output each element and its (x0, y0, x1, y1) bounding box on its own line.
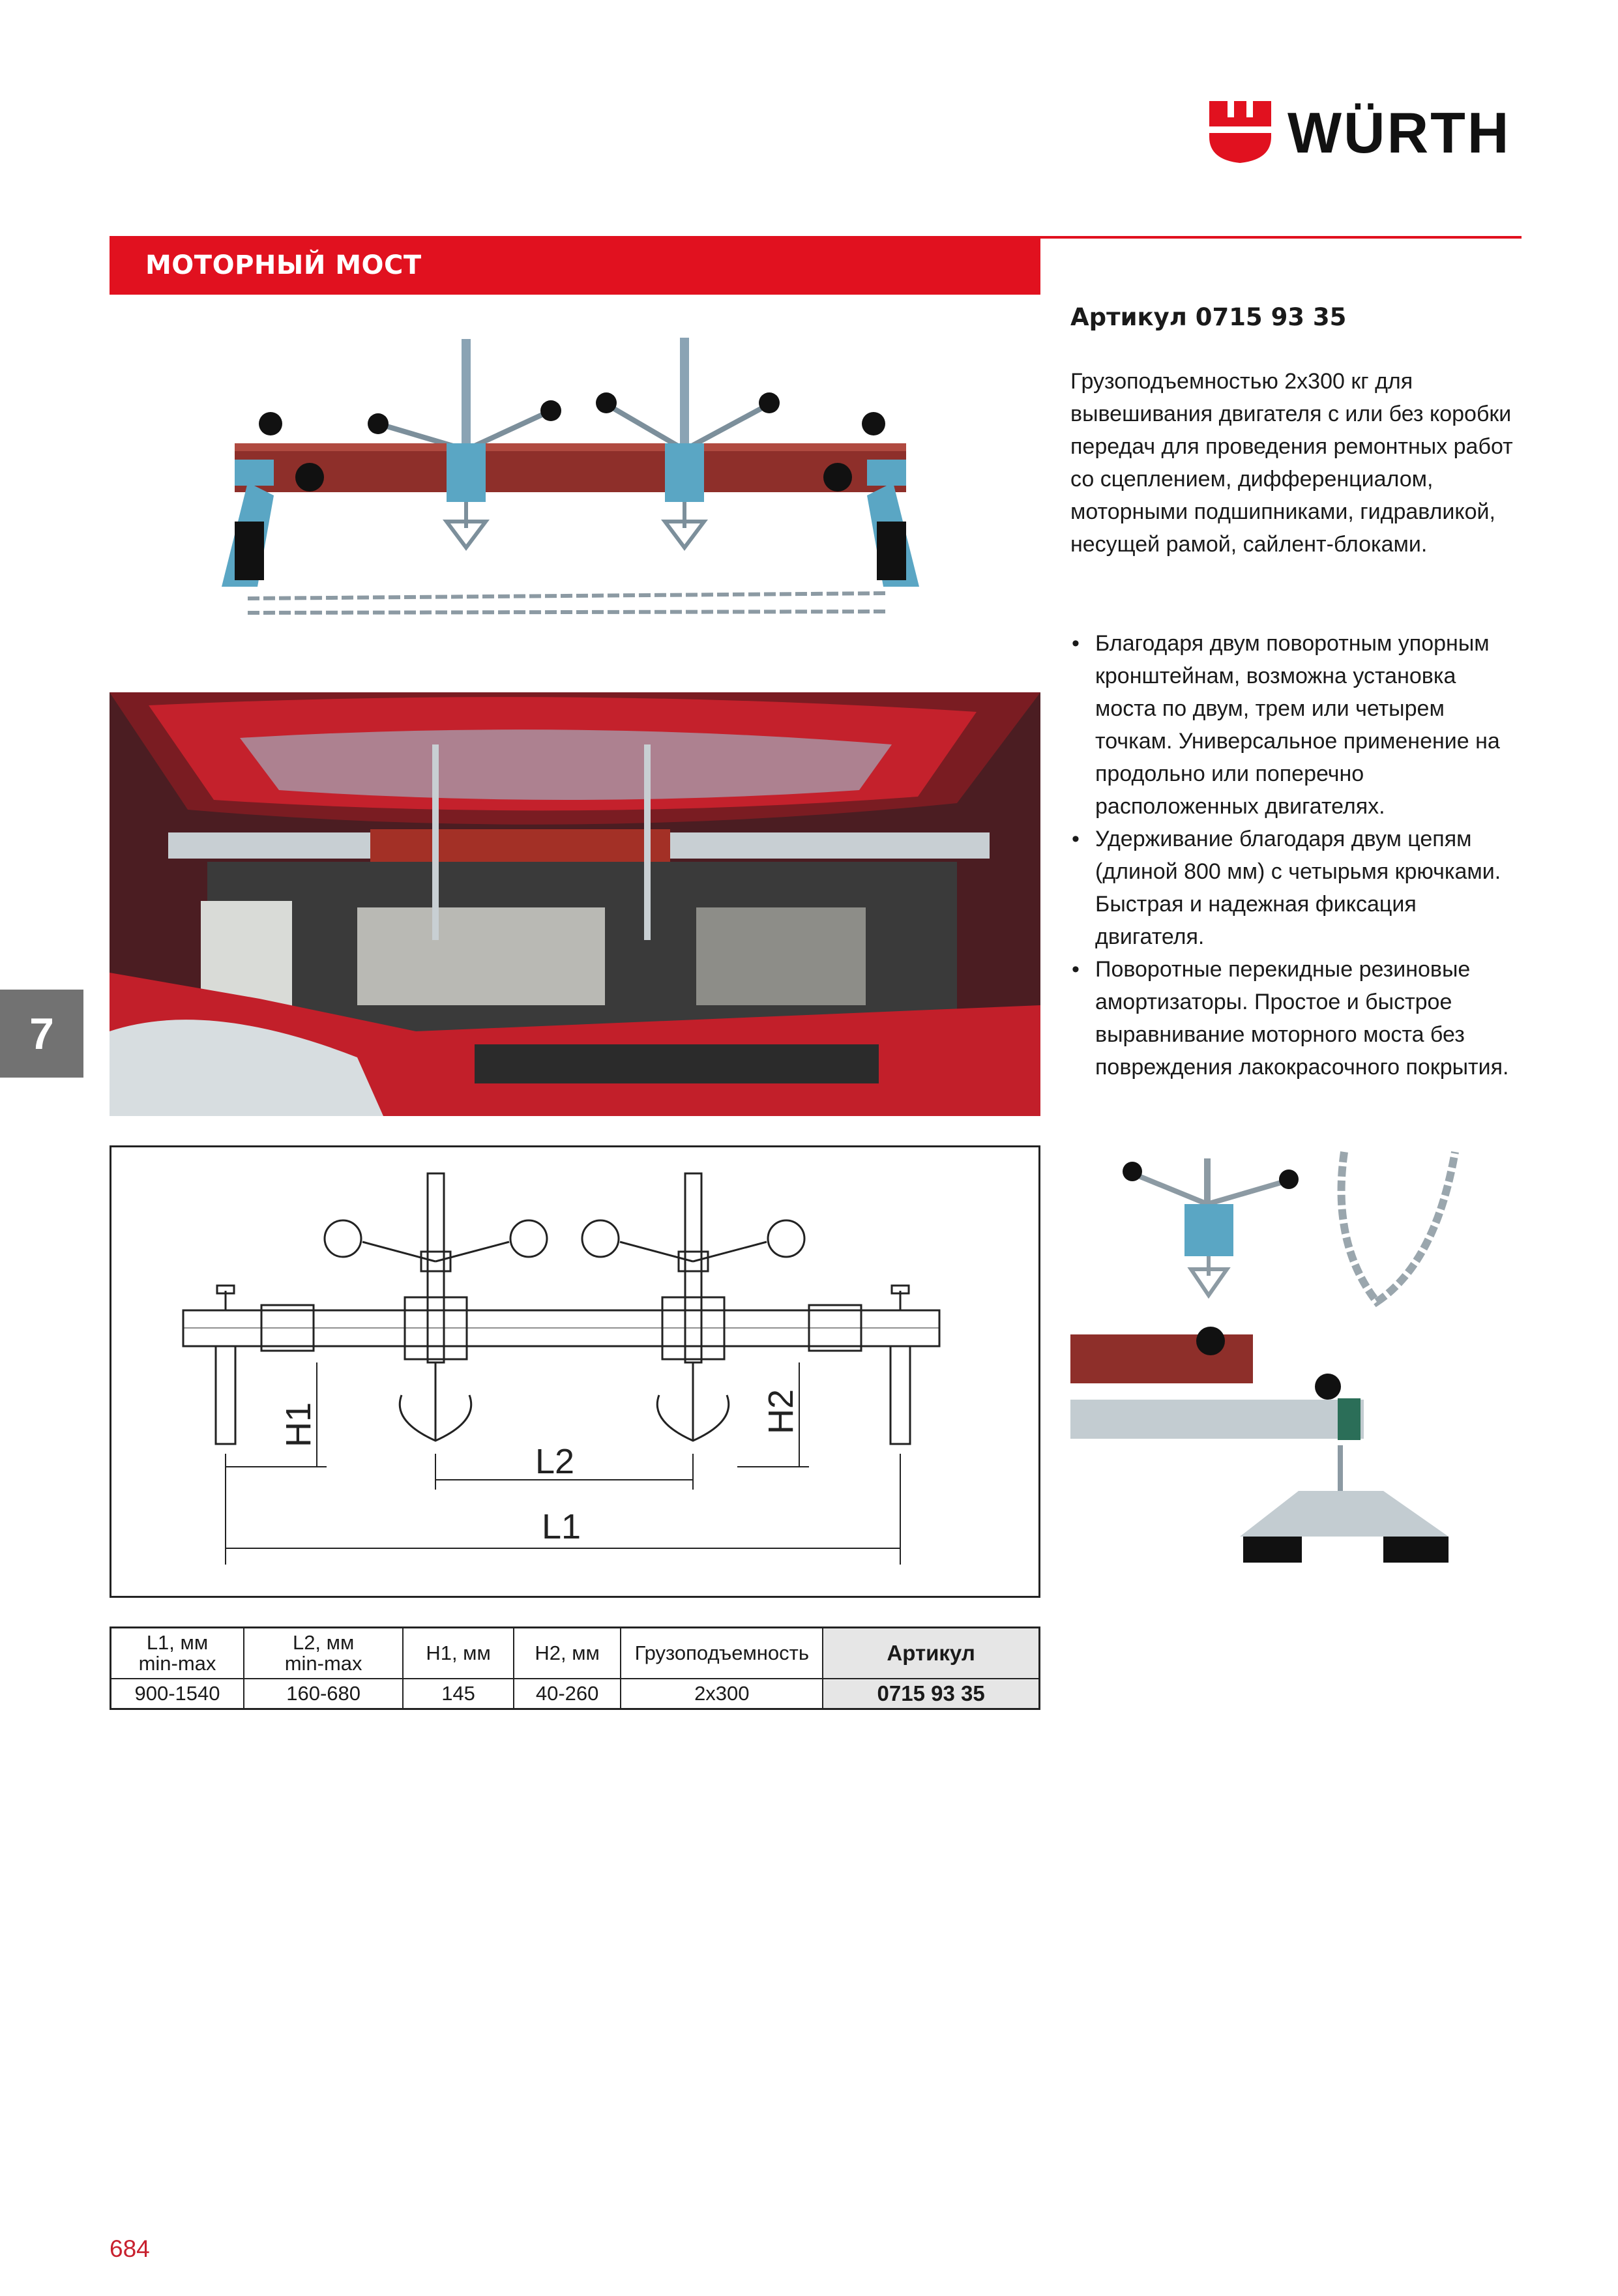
article-heading: Артикул 0715 93 35 (1070, 303, 1347, 331)
feature-item: • Удерживание благодаря двум цепям (длино… (1070, 823, 1520, 953)
feature-list: • Благодаря двум поворотным упорным кронш… (1070, 627, 1520, 1083)
bullet: • (1072, 957, 1080, 982)
chapter-tab: 7 (0, 990, 83, 1078)
wurth-logo: WÜRTH (1206, 98, 1519, 166)
table-cell: 900-1540 (110, 1678, 244, 1710)
table-header-cell: Грузоподъемность (620, 1626, 824, 1679)
bullet: • (1072, 827, 1080, 851)
dimension-label-h2: H2 (761, 1389, 801, 1434)
table-cell: 0715 93 35 (822, 1678, 1040, 1710)
product-photo-engine-bridge (196, 326, 945, 639)
table-row: 900-1540 160-680 145 40-260 2x300 0715 9… (110, 1678, 1040, 1710)
table-header-cell: H1, мм (402, 1626, 514, 1679)
feature-text: Поворотные перекидные резиновые амортиза… (1095, 957, 1509, 1080)
bullet: • (1072, 631, 1080, 656)
feature-item: • Благодаря двум поворотным упорным кронш… (1070, 627, 1520, 823)
table-header-cell: H2, мм (512, 1626, 622, 1679)
brand-name: WÜRTH (1287, 100, 1511, 165)
table-cell: 40-260 (512, 1678, 622, 1710)
dimension-label-h1: H1 (279, 1402, 318, 1447)
feature-text: Удерживание благодаря двум цепям (длиной… (1095, 827, 1501, 949)
section-header-bar: МОТОРНЫЙ МОСТ (110, 236, 1040, 295)
feature-text: Благодаря двум поворотным упорным кроншт… (1095, 631, 1500, 819)
page-number: 684 (110, 2235, 150, 2262)
dimension-label-l2: L2 (535, 1442, 574, 1481)
table-cell: 2x300 (620, 1678, 824, 1710)
product-photo-parts-detail (1070, 1145, 1514, 1595)
wurth-logo-mark-icon (1209, 101, 1271, 163)
feature-item: • Поворотные перекидные резиновые амортиз… (1070, 953, 1520, 1083)
technical-drawing: L2 L1 H1 H2 (110, 1145, 1040, 1598)
dimension-label-l1: L1 (542, 1507, 581, 1546)
table-header-cell: Артикул (822, 1626, 1040, 1679)
section-title: МОТОРНЫЙ МОСТ (145, 250, 422, 280)
intro-paragraph: Грузоподъемностью 2х300 кг для вывешиван… (1070, 369, 1513, 557)
section-header-rule (1040, 236, 1522, 239)
application-photo-car-engine (110, 692, 1040, 1116)
table-cell: 160-680 (243, 1678, 404, 1710)
chapter-number: 7 (29, 1009, 54, 1059)
table-cell: 145 (402, 1678, 514, 1710)
